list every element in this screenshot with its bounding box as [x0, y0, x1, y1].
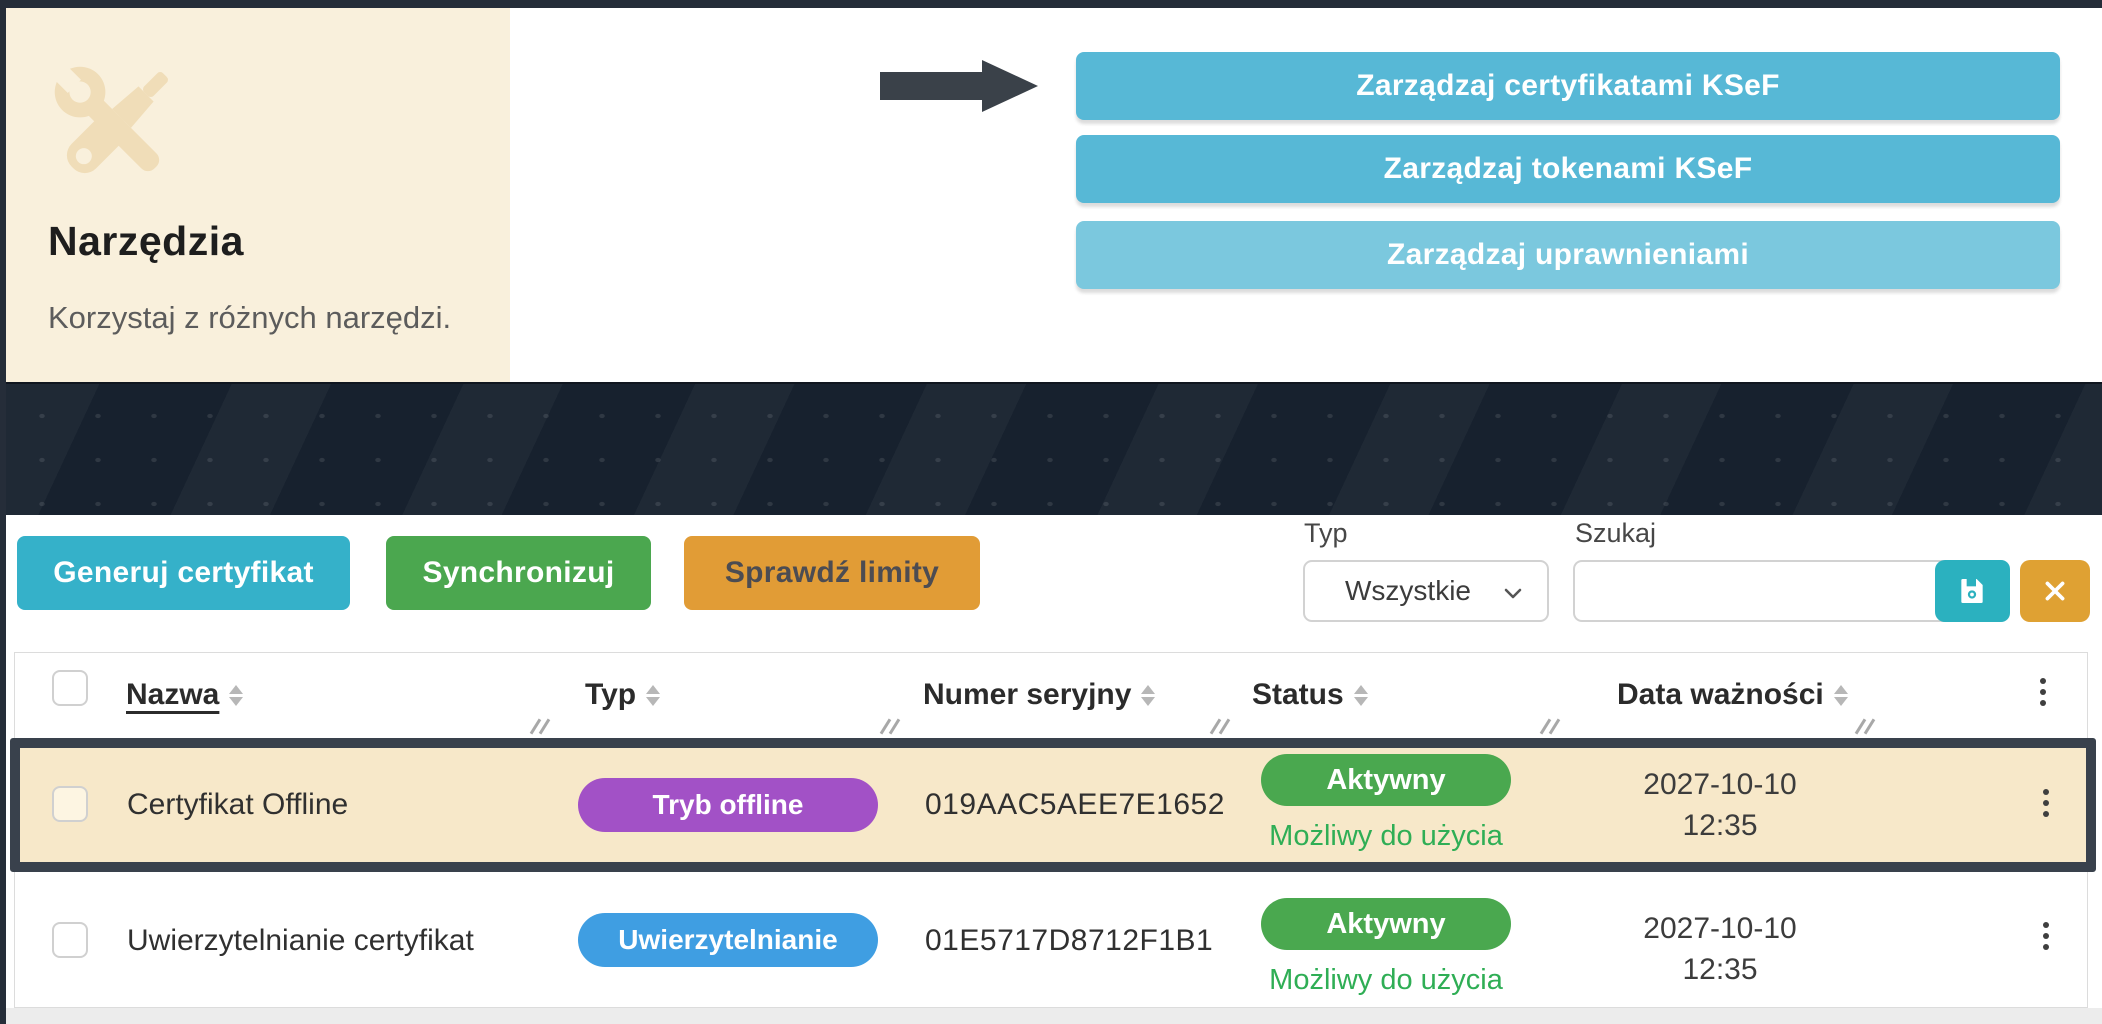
- page-background-strip: [0, 1008, 2102, 1024]
- sort-icon: [229, 684, 244, 706]
- sort-icon: [1141, 684, 1156, 706]
- column-header-status[interactable]: Status: [1252, 678, 1368, 712]
- valid-until-cell: 2027-10-10 12:35: [1590, 764, 1850, 846]
- tools-icon: [50, 62, 168, 174]
- column-resize-handle[interactable]: [1539, 718, 1562, 736]
- sort-icon: [1833, 684, 1848, 706]
- row-menu-kebab-icon[interactable]: [2043, 789, 2049, 817]
- save-icon: [1961, 579, 1983, 603]
- column-header-serial[interactable]: Numer seryjny: [923, 678, 1156, 712]
- column-resize-handle[interactable]: [879, 718, 902, 736]
- row-checkbox[interactable]: [52, 922, 88, 958]
- type-filter-value: Wszystkie: [1345, 575, 1471, 606]
- frame-left-edge: [0, 0, 6, 1024]
- type-filter-label: Typ: [1304, 518, 1348, 548]
- column-header-type[interactable]: Typ: [585, 678, 661, 712]
- row-checkbox[interactable]: [52, 786, 88, 822]
- table-menu-kebab-icon[interactable]: [2040, 678, 2046, 706]
- certificate-name: Certyfikat Offline: [127, 788, 349, 821]
- sort-icon: [1353, 684, 1368, 706]
- status-note: Możliwy do użycia: [1269, 820, 1503, 852]
- status-badge: Aktywny: [1261, 898, 1511, 950]
- search-label: Szukaj: [1575, 518, 1657, 548]
- column-resize-handle[interactable]: [1209, 718, 1232, 736]
- certificate-name: Uwierzytelnianie certyfikat: [127, 924, 474, 957]
- type-badge: Tryb offline: [578, 778, 878, 832]
- clear-filter-button[interactable]: [2020, 560, 2090, 622]
- tools-card-subtitle: Korzystaj z różnych narzędzi.: [48, 300, 452, 335]
- pointer-arrow-icon: [880, 60, 1040, 112]
- manage-certificates-button[interactable]: Zarządzaj certyfikatami KSeF: [1076, 52, 2060, 120]
- status-note: Możliwy do użycia: [1269, 964, 1503, 996]
- column-resize-handle[interactable]: [1854, 718, 1877, 736]
- status-badge: Aktywny: [1261, 754, 1511, 806]
- table-row-highlighted[interactable]: [10, 738, 2096, 872]
- save-filter-button[interactable]: [1935, 560, 2009, 622]
- check-limits-button[interactable]: Sprawdź limity: [684, 536, 980, 610]
- tools-card-title: Narzędzia: [48, 218, 244, 264]
- search-group: [1573, 560, 2010, 622]
- row-menu-kebab-icon[interactable]: [2043, 922, 2049, 950]
- close-icon: [2045, 581, 2065, 601]
- frame-top-edge: [0, 0, 2102, 8]
- manage-tokens-button[interactable]: Zarządzaj tokenami KSeF: [1076, 135, 2060, 203]
- valid-date: 2027-10-10: [1643, 768, 1797, 801]
- decorative-navy-band: [0, 382, 2102, 515]
- valid-time: 12:35: [1682, 953, 1758, 986]
- valid-time: 12:35: [1682, 809, 1758, 842]
- select-all-checkbox[interactable]: [52, 670, 88, 706]
- chevron-down-icon: [1504, 588, 1522, 599]
- generate-certificate-button[interactable]: Generuj certyfikat: [17, 536, 350, 610]
- column-header-name[interactable]: Nazwa: [126, 678, 244, 712]
- column-resize-handle[interactable]: [529, 718, 552, 736]
- search-input[interactable]: [1573, 560, 1968, 622]
- type-filter-select[interactable]: Wszystkie: [1303, 560, 1549, 622]
- manage-permissions-button[interactable]: Zarządzaj uprawnieniami: [1076, 221, 2060, 289]
- tools-card: Narzędzia Korzystaj z różnych narzędzi.: [6, 8, 510, 382]
- sort-icon: [646, 684, 661, 706]
- serial-number: 019AAC5AEE7E1652: [925, 788, 1225, 821]
- type-badge: Uwierzytelnianie: [578, 913, 878, 967]
- valid-date: 2027-10-10: [1643, 912, 1797, 945]
- table-row[interactable]: [15, 872, 2087, 1007]
- synchronize-button[interactable]: Synchronizuj: [386, 536, 651, 610]
- column-header-valid-until[interactable]: Data ważności: [1617, 678, 1848, 712]
- valid-until-cell: 2027-10-10 12:35: [1590, 908, 1850, 990]
- serial-number: 01E5717D8712F1B1: [925, 924, 1214, 957]
